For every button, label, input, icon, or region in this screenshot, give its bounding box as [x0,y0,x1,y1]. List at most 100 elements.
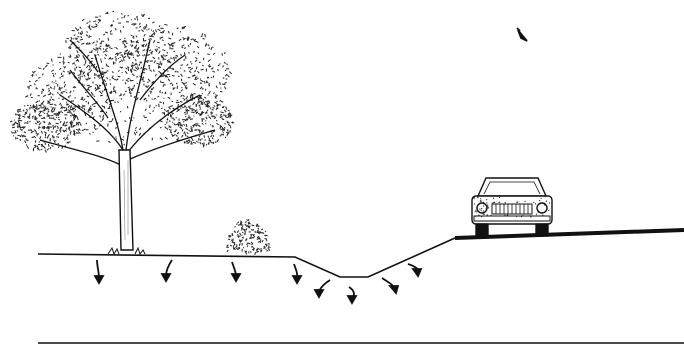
foliage-mark [241,240,242,241]
foliage-mark [52,59,53,62]
foliage-mark [169,98,170,99]
foliage-mark [25,141,26,144]
foliage-mark [248,243,250,244]
foliage-mark [105,58,106,59]
foliage-mark [27,116,28,118]
foliage-mark [213,93,214,94]
foliage-mark [216,86,217,89]
foliage-mark [177,132,178,134]
foliage-mark [199,62,201,63]
foliage-mark [44,113,45,114]
foliage-mark [100,115,101,117]
foliage-mark [190,96,191,98]
foliage-mark [81,36,82,38]
foliage-mark [143,81,145,82]
foliage-mark [221,88,222,89]
foliage-mark [190,128,192,129]
foliage-mark [223,119,225,120]
foliage-mark [222,53,223,56]
foliage-mark [120,67,122,68]
foliage-mark [32,117,33,118]
foliage-mark [243,247,244,248]
foliage-mark [62,99,64,100]
foliage-mark [216,115,217,116]
foliage-mark [60,121,61,123]
foliage-mark [35,146,37,148]
arrow [315,280,330,297]
foliage-mark [124,15,125,18]
foliage-mark [108,141,110,143]
foliage-mark [137,97,139,100]
foliage-mark [54,104,56,105]
foliage-mark [202,33,203,35]
foliage-mark [189,71,191,73]
foliage-mark [48,130,49,131]
foliage-mark [91,92,92,94]
foliage-mark [101,60,102,62]
arrow [408,264,421,276]
foliage-mark [125,50,128,52]
foliage-mark [154,107,155,108]
foliage-mark [238,222,239,224]
foliage-mark [97,85,98,88]
foliage-mark [187,132,189,134]
foliage-mark [99,47,101,49]
foliage-mark [102,105,104,107]
foliage-mark [48,90,49,92]
tree [10,11,234,254]
foliage-mark [49,100,50,103]
foliage-mark [206,118,207,119]
foliage-mark [161,108,162,109]
foliage-mark [175,56,177,57]
shading-dot [544,215,545,216]
foliage-mark [49,117,50,118]
foliage-mark [132,45,133,47]
foliage-mark [220,82,221,85]
foliage-mark [86,123,87,124]
foliage-mark [110,30,112,32]
foliage-mark [127,78,129,79]
foliage-mark [216,121,217,122]
foliage-mark [232,235,234,236]
shading-dot [549,202,550,203]
foliage-mark [126,68,128,69]
foliage-mark [176,83,177,84]
foliage-mark [138,55,140,57]
foliage-mark [102,68,104,69]
foliage-mark [206,43,207,46]
foliage-mark [88,112,90,113]
shading-dot [478,215,479,216]
foliage-mark [115,28,116,30]
foliage-mark [226,107,227,110]
foliage-mark [25,112,28,113]
foliage-mark [225,70,226,71]
foliage-mark [128,53,129,55]
foliage-mark [93,82,94,84]
foliage-mark [105,32,108,33]
foliage-mark [200,142,201,144]
foliage-mark [190,119,193,120]
foliage-mark [52,73,53,74]
shading-dot [538,204,539,205]
foliage-mark [145,61,148,62]
foliage-mark [78,33,79,34]
foliage-mark [74,130,75,132]
foliage-mark [270,247,271,248]
shading-dot [481,208,482,209]
foliage-mark [161,55,162,57]
shading-dot [486,202,487,203]
foliage-mark [148,29,149,30]
foliage-mark [213,108,215,109]
foliage-mark [205,89,206,91]
foliage-mark [184,119,186,121]
foliage-mark [152,33,154,35]
foliage-mark [77,117,78,120]
foliage-mark [99,78,101,79]
foliage-mark [189,115,190,118]
foliage-mark [144,34,146,36]
arrow [95,260,103,283]
foliage-mark [227,75,229,78]
foliage-mark [215,95,218,96]
foliage-mark [160,121,163,122]
